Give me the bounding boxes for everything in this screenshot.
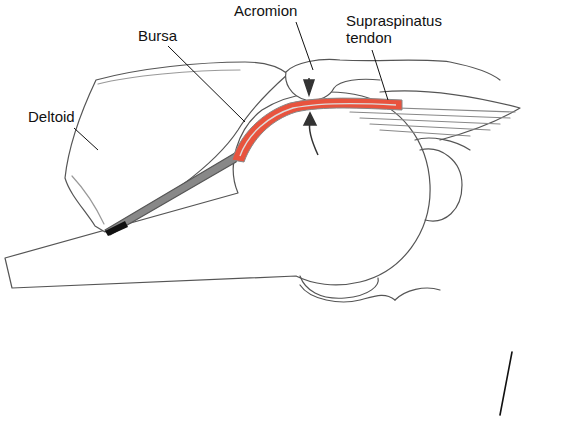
pressure-arrow xyxy=(309,122,318,155)
tendon-fiber xyxy=(350,112,510,118)
deltoid-outline xyxy=(65,62,288,232)
part-label: Bursa xyxy=(138,27,177,44)
scapula-line xyxy=(415,138,470,150)
tendon-fiber xyxy=(370,124,490,130)
part-label: Supraspinatus tendon xyxy=(346,12,454,46)
deltoid-fiber xyxy=(98,70,240,84)
scapula-line xyxy=(300,285,395,302)
deltoid-insertion xyxy=(105,221,128,236)
leader-line xyxy=(372,50,388,100)
bursa-inner xyxy=(240,103,396,156)
leader-line xyxy=(74,128,98,150)
pressure-arrow xyxy=(308,78,310,84)
tendon-fiber xyxy=(380,130,470,136)
glenoid-outline xyxy=(420,149,462,221)
part-label: Acromion xyxy=(234,2,297,19)
deltoid-tendon xyxy=(105,150,240,235)
scapula-line xyxy=(500,352,512,415)
bursa-sac xyxy=(232,98,402,162)
deltoid-fiber xyxy=(72,176,104,224)
tendon-fiber xyxy=(360,118,500,124)
part-label: Deltoid xyxy=(28,108,75,125)
acromion-outline xyxy=(286,72,380,100)
leader-line xyxy=(296,22,313,70)
scapula-line xyxy=(395,288,440,300)
pressure-arrow xyxy=(304,113,316,125)
leader-line xyxy=(168,46,245,122)
